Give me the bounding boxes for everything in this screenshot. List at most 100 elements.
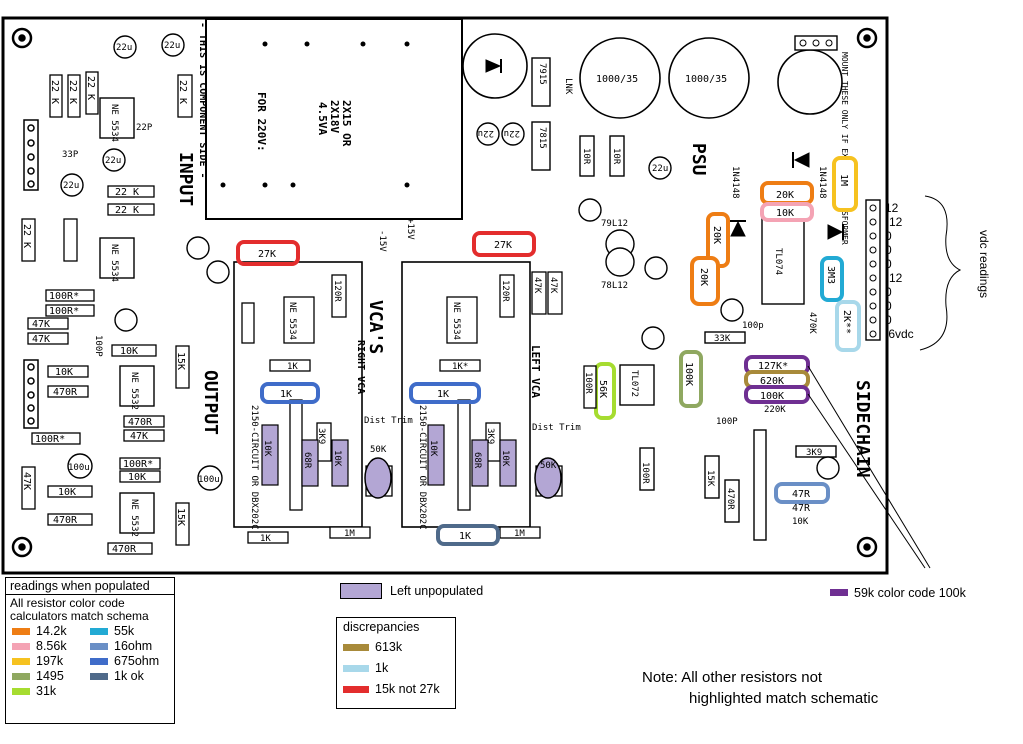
legend-entry: 15k not 27k: [343, 679, 449, 700]
resistor-label: 220K: [764, 405, 786, 415]
vdc-reading-value: -12: [885, 271, 903, 285]
legend-label: 55k: [114, 624, 135, 638]
resistor-label: 20K: [711, 226, 722, 244]
transformer-rating-1: 2X15 OR: [340, 100, 353, 147]
resistor-label: 22 K: [21, 224, 32, 248]
note-line-2: highlighted match schematic: [689, 690, 879, 707]
resistor-label: 47K: [32, 334, 50, 345]
vdc-header-connector: [865, 199, 881, 341]
resistor-label: 1K: [437, 389, 449, 400]
resistor-label: 27K: [258, 249, 276, 260]
resistor-label: 22 K: [115, 205, 139, 216]
resistor-label: 470R: [128, 417, 153, 428]
legend-entry: 613k: [343, 637, 449, 658]
legend-swatch: [12, 628, 30, 636]
resistor-label: 3K9: [485, 428, 495, 444]
psu-big-caps: [462, 33, 843, 119]
output-connector: [23, 359, 39, 429]
regulator-label: 78L12: [601, 281, 628, 291]
resistor-label: 1K: [280, 389, 292, 400]
cap-label: 100p: [742, 321, 764, 331]
resistor-label: 120R: [500, 280, 510, 302]
dist-trim-label: Dist Trim: [532, 423, 581, 433]
resistor-label: 10K: [428, 440, 438, 457]
regulator-label: 7815: [537, 127, 547, 149]
resistor-label: 3K9: [316, 428, 326, 444]
color-code-swatch: [830, 589, 848, 597]
trimpot-icon: [364, 457, 562, 499]
cap-label: 22u: [105, 156, 121, 166]
unpopulated-resistors: [261, 424, 517, 487]
vdc-reading-value: 0: [885, 229, 892, 243]
resistor-label: 68R: [472, 452, 482, 469]
resistor-label: 27K: [494, 240, 512, 251]
legend-entry: 16ohm: [90, 639, 168, 654]
vdc-reading-value: 0: [885, 285, 892, 299]
color-code-note-text: 59k color code 100k: [854, 586, 966, 600]
resistor-label: 3K9: [806, 448, 822, 458]
vca-ic-note-left: 2150-CIRCUIT OR DBX202C: [417, 405, 427, 530]
cap-label: 1000/35: [596, 74, 638, 85]
dist-trim-label: Dist Trim: [364, 416, 413, 426]
resistor-highlight-8k56: [760, 202, 814, 222]
cap-label: 1000/35: [685, 74, 727, 85]
note-text: Note: All other resistors not highlighte…: [642, 667, 878, 709]
output-section-label: OUTPUT: [200, 370, 221, 435]
resistor-label: 10K: [776, 208, 794, 219]
resistor-label: 120R: [332, 280, 342, 302]
resistor-highlight-1k-ok: [436, 524, 500, 546]
resistor-label: 10K: [792, 517, 809, 527]
legend-swatch: [12, 643, 30, 651]
resistor-label: 10K: [58, 487, 76, 498]
trimpot-label: 50K: [370, 445, 387, 455]
vdc-reading-value: .6vdc: [885, 327, 914, 341]
legend-label: 613k: [375, 640, 403, 654]
transformer-220-label: FOR 220V:: [255, 92, 268, 152]
resistor-label: 47R: [792, 503, 811, 514]
vdc-reading-value: -12: [885, 215, 903, 229]
resistor-label: 10R: [611, 148, 621, 165]
readings-legend-subtitle: All resistor color code calculators matc…: [10, 596, 149, 623]
resistor-label: 470K: [807, 312, 817, 334]
legend-entry: 197k: [12, 654, 90, 669]
vdc-reading-value: 0: [885, 243, 892, 257]
resistor-label: 10R: [581, 148, 591, 165]
ic-label: NE 5534: [287, 302, 297, 340]
legend-swatch: [343, 644, 369, 652]
resistor-highlight-55k: [820, 256, 844, 302]
color-code-note: 59k color code 100k: [830, 584, 966, 602]
legend-swatch: [12, 688, 30, 696]
cap-label: 33P: [62, 150, 79, 160]
legend-swatch: [12, 658, 30, 666]
resistor-label: 470R: [112, 544, 137, 555]
resistor-label: 47R: [792, 489, 811, 500]
resistor-highlight-675ohm: [260, 382, 481, 404]
resistor-highlight-14k2: [690, 181, 814, 306]
resistor-label: 1K: [287, 362, 298, 372]
resistor-label: 15K: [705, 470, 715, 487]
input-connector: [23, 119, 39, 191]
neg15-label: -15V: [377, 230, 387, 252]
sidechain-label: SIDECHAIN: [852, 380, 873, 478]
resistor-label: 1M: [514, 529, 525, 539]
cap-label: 22u: [116, 43, 132, 53]
resistor-label: 20K: [776, 190, 794, 201]
legend-label: 8.56k: [36, 639, 67, 653]
note-line-1: Note: All other resistors not: [642, 669, 823, 686]
resistor-label: 22 K: [67, 80, 78, 104]
legend-swatch: [343, 665, 369, 673]
cap-label: 22P: [136, 123, 153, 133]
resistor-label: 2K**: [841, 310, 852, 334]
resistor-label: 47K: [532, 277, 542, 294]
resistor-highlight-1495: [679, 350, 703, 408]
resistor-label: 47K: [130, 431, 148, 442]
ic-label: NE 5534: [451, 302, 461, 340]
legend-label: 675ohm: [114, 654, 160, 668]
cap-label: 22u: [652, 164, 668, 174]
readings-legend-title: readings when populated: [6, 578, 174, 595]
legend-entry: 1k: [343, 658, 449, 679]
resistor-highlight-16ohm: [774, 482, 830, 504]
